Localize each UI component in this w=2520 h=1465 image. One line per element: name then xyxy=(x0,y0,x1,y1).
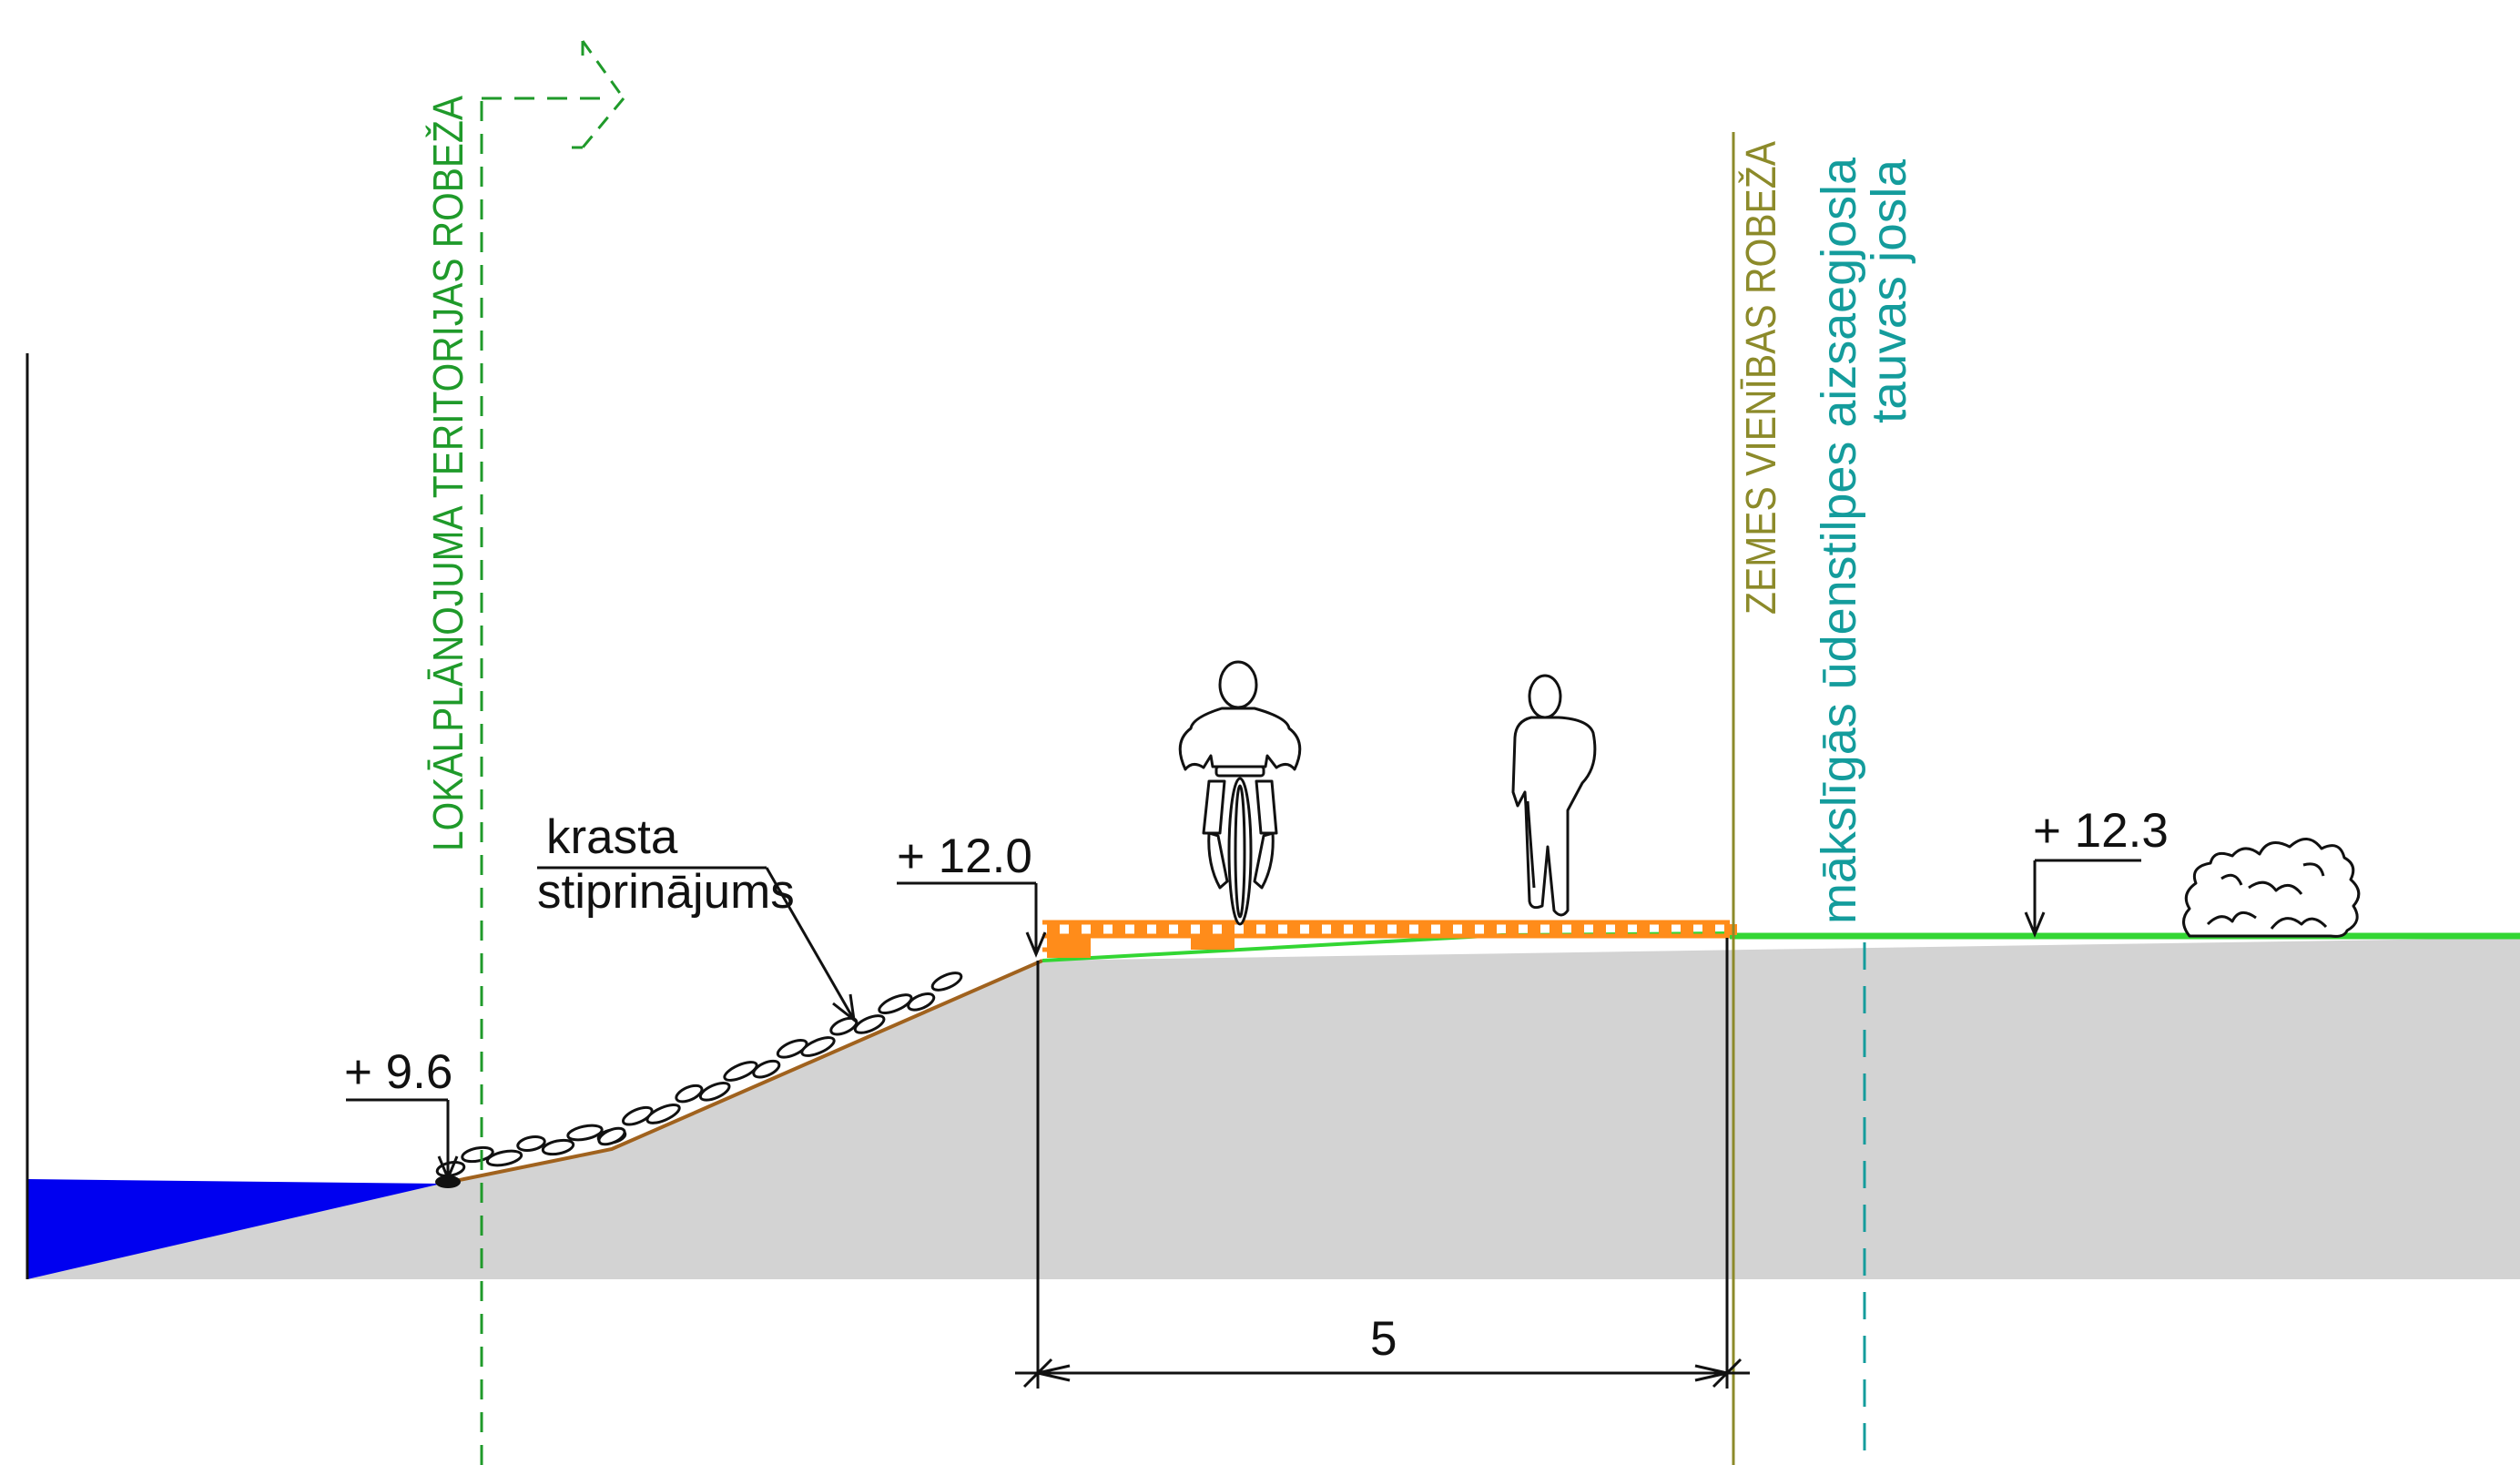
rock-icon xyxy=(435,972,963,1177)
path-deck xyxy=(1042,920,1737,958)
path-width-dimension xyxy=(1015,961,1750,1389)
elevation-label-path: + 12.0 xyxy=(897,829,1032,883)
elevation-label-right: + 12.3 xyxy=(2033,804,2169,858)
elevation-marker-path xyxy=(897,881,1047,958)
shrub-icon xyxy=(2182,838,2361,938)
pedestrian-icon xyxy=(1511,674,1597,917)
cyclist-icon xyxy=(1178,660,1302,926)
bank-reinforcement-line xyxy=(441,959,1043,1185)
ground-fill xyxy=(27,938,2520,1279)
water-body xyxy=(27,1179,442,1279)
water-edge-rock xyxy=(435,1175,461,1188)
elevation-marker-right xyxy=(2024,859,2141,938)
bank-reinforcement-label-1: krasta xyxy=(546,810,678,864)
boundary-arrow-icon xyxy=(572,40,625,149)
bank-reinforcement-leader xyxy=(537,866,857,1023)
towpath-strip-label: tauvas josla xyxy=(1862,158,1916,423)
protection-zone-label: mākslīgās ūdenstilpes aizsaegjosla xyxy=(1812,157,1866,924)
path-width-label: 5 xyxy=(1370,1312,1397,1366)
bank-reinforcement-label-2: stiprinājums xyxy=(537,865,795,919)
elevation-marker-water xyxy=(346,1098,459,1182)
land-unit-boundary-label: ZEMES VIENĪBAS ROBEŽA xyxy=(1737,141,1784,615)
planning-boundary-line xyxy=(480,97,610,1465)
planning-boundary-label: LOKĀLPLĀNOJUMA TERITORIJAS ROBEŽA xyxy=(424,96,472,851)
elevation-label-water: + 9.6 xyxy=(344,1045,452,1099)
